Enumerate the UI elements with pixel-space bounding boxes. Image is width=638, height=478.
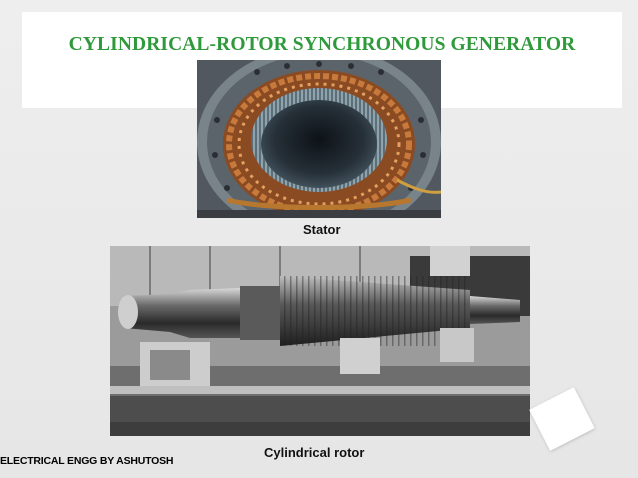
rotor-image	[110, 246, 530, 436]
footer-credit: ELECTRICAL ENGG BY ASHUTOSH	[0, 455, 174, 467]
slide-title: CYLINDRICAL-ROTOR SYNCHRONOUS GENERATOR	[68, 34, 576, 55]
rotor-photo	[110, 246, 530, 436]
decorative-paper-square	[529, 387, 595, 451]
stator-photo	[197, 60, 441, 218]
stator-caption: Stator	[303, 222, 341, 237]
stator-image	[197, 60, 441, 218]
rotor-caption: Cylindrical rotor	[264, 445, 365, 460]
